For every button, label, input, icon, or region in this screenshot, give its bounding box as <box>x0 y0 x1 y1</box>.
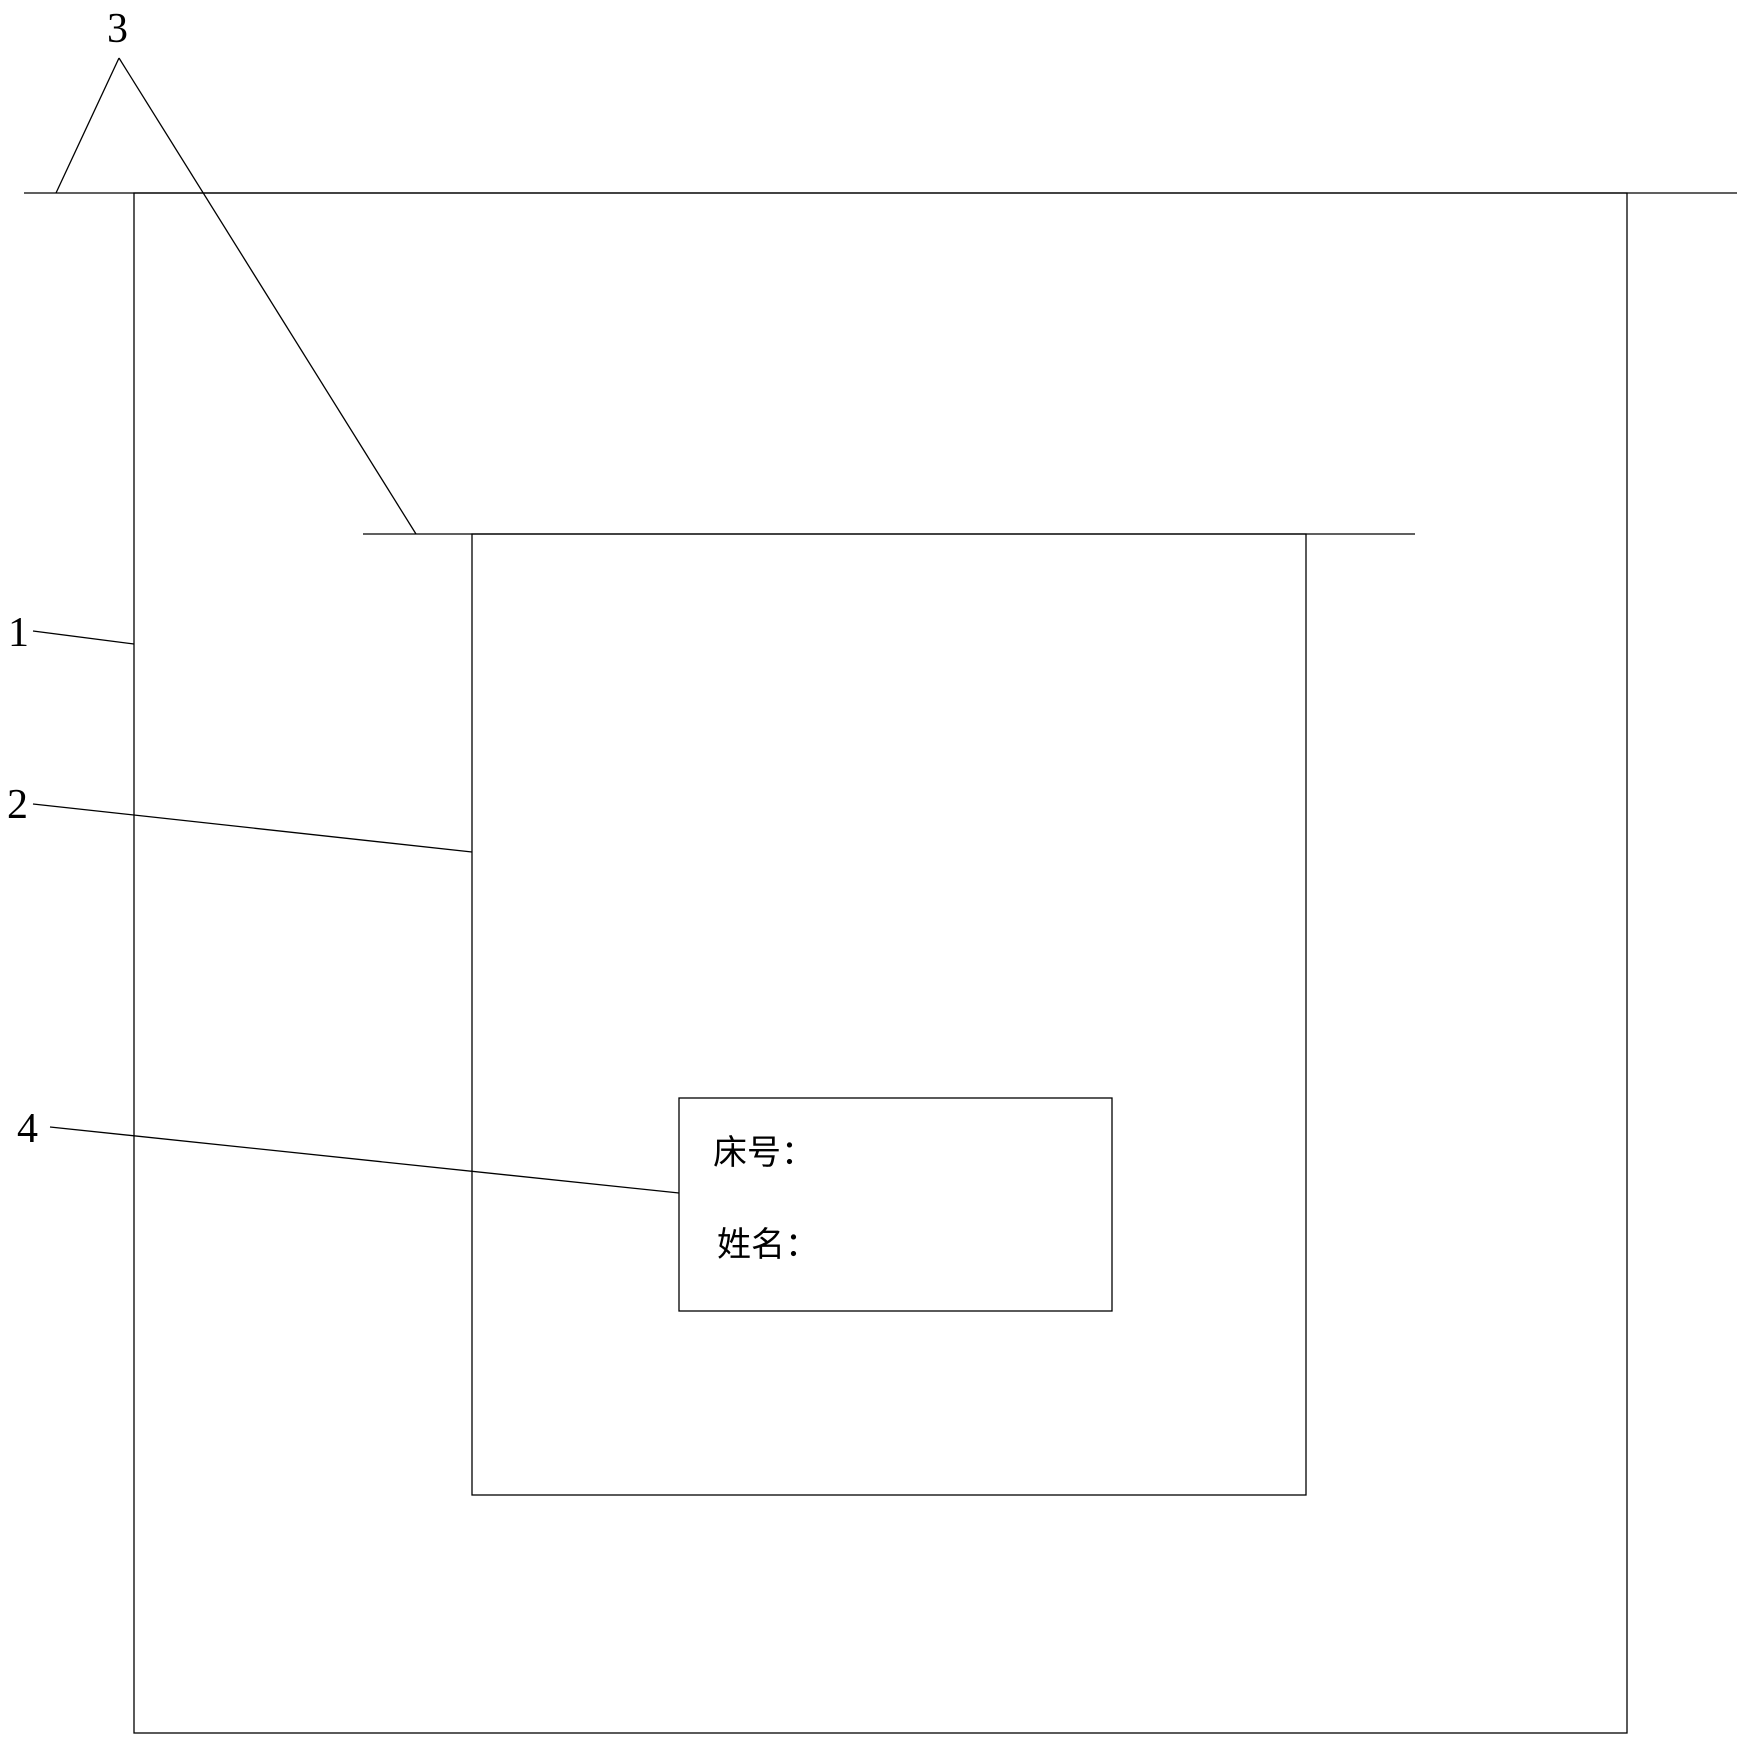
callout-4: 4 <box>17 1106 38 1152</box>
leader-3a <box>55 57 120 194</box>
bed-number-label: 床号： <box>713 1133 815 1173</box>
name-label: 姓名： <box>717 1225 819 1265</box>
inner-frame <box>471 533 1307 1496</box>
callout-3: 3 <box>107 6 128 52</box>
info-card <box>678 1097 1113 1312</box>
leader-4 <box>49 1126 680 1194</box>
leader-2 <box>32 803 473 853</box>
outer-frame <box>133 192 1628 1734</box>
leader-1 <box>32 630 135 645</box>
leader-3b <box>118 57 417 535</box>
callout-2: 2 <box>7 782 28 828</box>
callout-1: 1 <box>8 610 29 656</box>
